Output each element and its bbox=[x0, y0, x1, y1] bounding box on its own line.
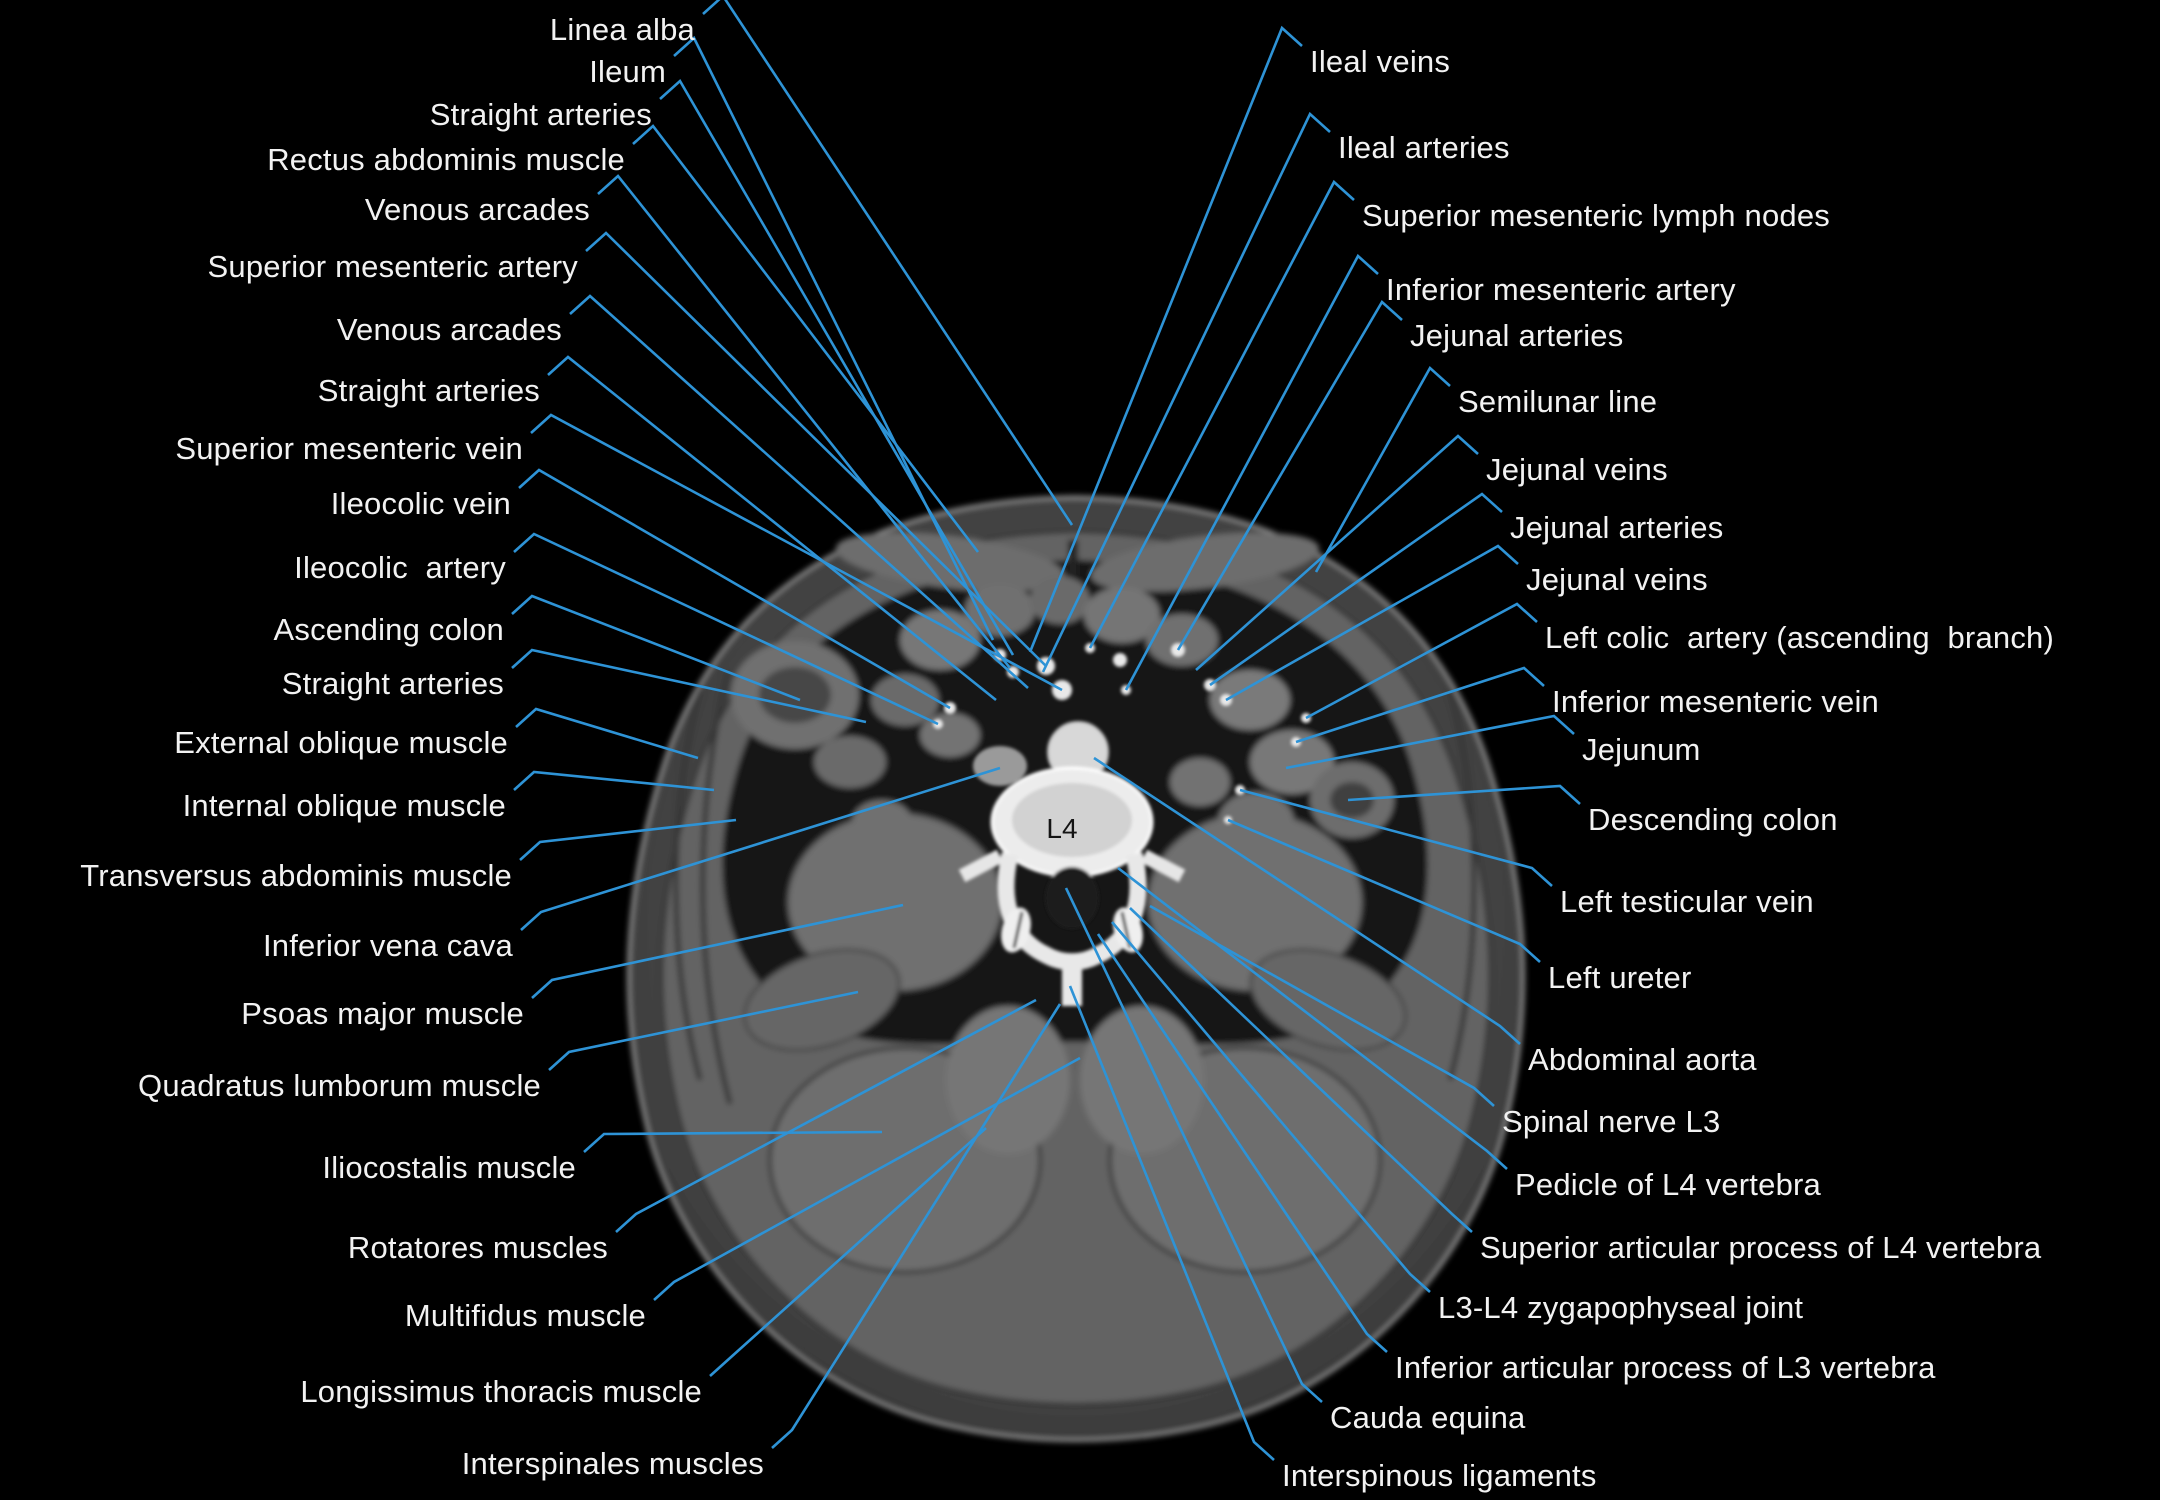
rectus-abdominis-right bbox=[835, 532, 1065, 592]
vertebral-body-trabecular bbox=[1012, 783, 1132, 857]
leader-line bbox=[1111, 921, 1431, 1293]
leader-line bbox=[632, 124, 980, 553]
leader-line bbox=[1305, 602, 1538, 720]
articular-process-left bbox=[1113, 907, 1143, 953]
ct-body-cross-section bbox=[627, 495, 1525, 1442]
leader-line bbox=[585, 231, 1047, 667]
leader-line bbox=[597, 174, 1012, 669]
leader-line bbox=[1314, 365, 1451, 573]
vertebra-level-label: L4 bbox=[1046, 813, 1077, 844]
leader-line bbox=[702, 0, 1074, 526]
inferior-vena-cava bbox=[973, 746, 1027, 786]
leader-line bbox=[1195, 434, 1479, 671]
leader-line bbox=[1088, 179, 1355, 649]
leader-line bbox=[1295, 666, 1545, 744]
leader-line bbox=[547, 355, 997, 702]
leader-line bbox=[519, 818, 737, 861]
leader-line bbox=[1041, 111, 1331, 673]
leader-line bbox=[1129, 907, 1473, 1233]
leader-line bbox=[1209, 492, 1503, 687]
rectus-abdominis-left bbox=[1090, 532, 1320, 592]
leader-line bbox=[530, 413, 1063, 692]
leader-line bbox=[511, 648, 867, 724]
transverse-process-left bbox=[1140, 849, 1186, 883]
transverse-process-right bbox=[958, 849, 1004, 883]
leader-lines bbox=[511, 0, 1581, 1461]
multifidus-right bbox=[946, 1006, 1070, 1154]
leader-line bbox=[1068, 985, 1275, 1461]
leader-line bbox=[1093, 756, 1521, 1045]
leader-line bbox=[520, 766, 1001, 931]
leader-line bbox=[1117, 866, 1508, 1170]
leader-line bbox=[548, 990, 859, 1071]
leader-line bbox=[1227, 818, 1541, 963]
leader-line bbox=[1124, 253, 1379, 691]
leader-line bbox=[659, 78, 1015, 656]
multifidus-left bbox=[1080, 1006, 1204, 1154]
leader-line bbox=[531, 903, 904, 999]
leader-line bbox=[518, 468, 951, 710]
leader-line bbox=[771, 1003, 1062, 1449]
leader-line bbox=[1285, 714, 1575, 770]
leader-line bbox=[1096, 933, 1388, 1353]
leader-line bbox=[1064, 887, 1323, 1403]
leader-line bbox=[615, 998, 1037, 1233]
leader-line bbox=[569, 294, 1029, 689]
leader-line bbox=[1347, 784, 1581, 805]
leader-line bbox=[511, 594, 801, 702]
leader-line bbox=[653, 1056, 1081, 1301]
quadratus-lumborum-left bbox=[1249, 948, 1407, 1052]
linea-alba-gap bbox=[1068, 540, 1078, 574]
leader-line bbox=[513, 770, 715, 792]
leader-line bbox=[1028, 25, 1303, 653]
l4-vertebra bbox=[958, 766, 1186, 1006]
leader-line bbox=[1225, 544, 1519, 702]
leader-line bbox=[513, 532, 939, 726]
leader-line bbox=[1176, 299, 1403, 651]
leader-line bbox=[1239, 788, 1553, 887]
leader-line bbox=[709, 1127, 987, 1377]
leader-line bbox=[1149, 904, 1495, 1107]
leader-line bbox=[515, 707, 699, 760]
oblique-muscle-layers bbox=[673, 671, 1477, 1105]
articular-process-right bbox=[1001, 907, 1031, 953]
